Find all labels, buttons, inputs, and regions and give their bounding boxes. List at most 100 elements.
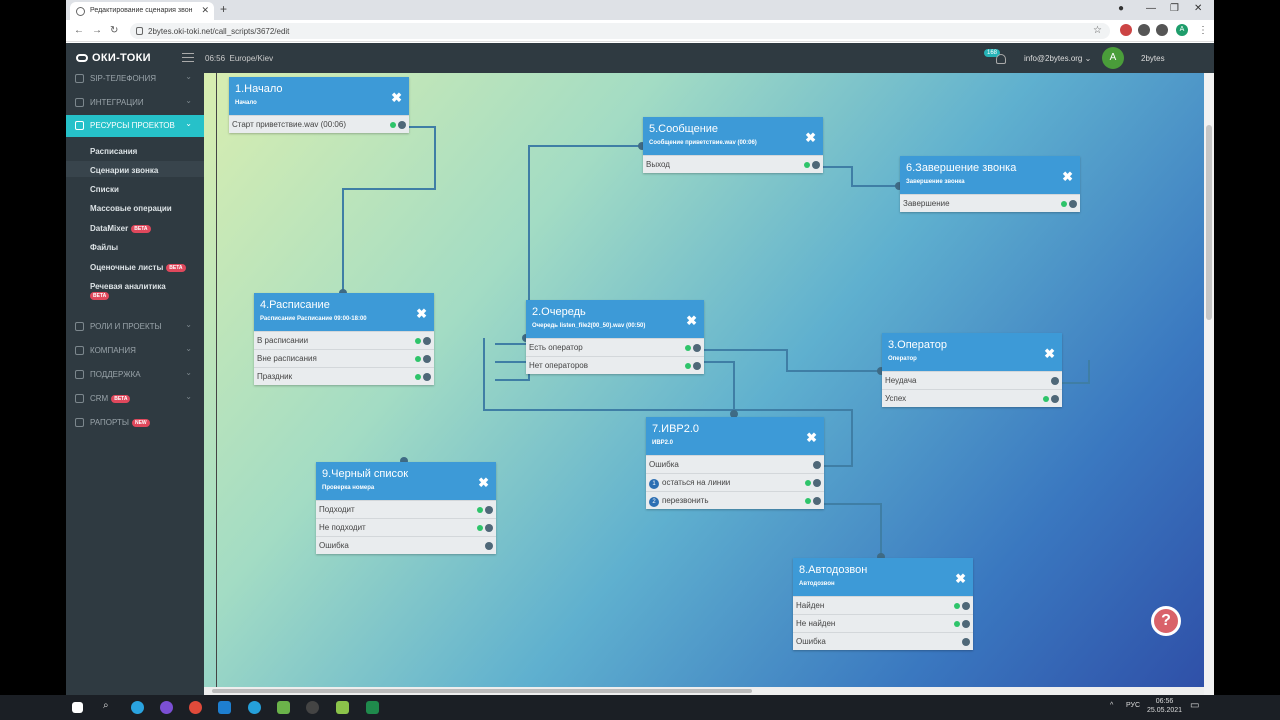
node-output[interactable]: Нет операторов (526, 356, 704, 374)
profile-avatar-icon[interactable]: A (1176, 24, 1188, 36)
port-icon[interactable] (1051, 395, 1059, 403)
node-output[interactable]: Ошибка (793, 632, 973, 650)
port-icon[interactable] (813, 479, 821, 487)
close-icon[interactable]: ✖ (805, 130, 816, 145)
node-output[interactable]: Не подходит (316, 518, 496, 536)
port-icon[interactable] (813, 461, 821, 469)
port-icon[interactable] (693, 344, 701, 352)
port-icon[interactable] (423, 373, 431, 381)
search-icon[interactable]: ⌕ (103, 700, 109, 711)
close-icon[interactable]: ✖ (416, 306, 427, 321)
node-output[interactable]: Ошибка (316, 536, 496, 554)
port-icon[interactable] (962, 638, 970, 646)
node-output[interactable]: Неудача (882, 371, 1062, 389)
reload-icon[interactable]: ↻ (110, 25, 119, 36)
node-output[interactable]: Старт приветствие.wav (00:06) (229, 115, 409, 133)
node-output[interactable]: Не найден (793, 614, 973, 632)
port-icon[interactable] (485, 506, 493, 514)
new-tab-icon[interactable]: + (220, 2, 228, 16)
media-icon[interactable] (1156, 24, 1168, 36)
obs-icon[interactable] (306, 701, 319, 714)
sidebar-sub-bulk-ops[interactable]: Массовые операции (90, 204, 172, 213)
port-icon[interactable] (962, 602, 970, 610)
port-icon[interactable] (693, 362, 701, 370)
port-icon[interactable] (1051, 377, 1059, 385)
node-output[interactable]: Выход (643, 155, 823, 173)
node-output[interactable]: Вне расписания (254, 349, 434, 367)
notifications-icon[interactable]: ▭ (1190, 700, 1200, 711)
telegram-2-icon[interactable] (248, 701, 261, 714)
close-window-icon[interactable]: ✕ (1194, 3, 1203, 14)
help-button[interactable]: ? (1151, 606, 1181, 636)
port-icon[interactable] (485, 524, 493, 532)
sidebar-item-support[interactable]: ПОДДЕРЖКА⌄ (66, 364, 204, 386)
username[interactable]: 2bytes (1141, 54, 1165, 63)
telegram-icon[interactable] (131, 701, 144, 714)
close-icon[interactable]: ✖ (1044, 346, 1055, 361)
node-output[interactable]: Есть оператор (526, 338, 704, 356)
close-icon[interactable]: ✖ (478, 475, 489, 490)
node-output[interactable]: В расписании (254, 331, 434, 349)
close-icon[interactable]: ✖ (806, 430, 817, 445)
hamburger-icon[interactable] (182, 53, 194, 62)
back-icon[interactable]: ← (74, 25, 84, 36)
node-output[interactable]: Подходит (316, 500, 496, 518)
close-icon[interactable]: ✖ (391, 90, 402, 105)
input-language[interactable]: РУС (1126, 702, 1141, 709)
bell-icon[interactable] (996, 54, 1006, 64)
node-output[interactable]: Успех (882, 389, 1062, 407)
url-input[interactable]: 2bytes.oki-toki.net/call_scripts/3672/ed… (130, 23, 1110, 39)
layers-icon[interactable] (336, 701, 349, 714)
profile-icon[interactable]: ● (1118, 3, 1125, 14)
close-icon[interactable]: ✖ (955, 571, 966, 586)
horizontal-scrollbar[interactable] (204, 687, 1204, 695)
maximize-icon[interactable]: ❐ (1170, 3, 1179, 14)
close-tab-icon[interactable]: ✕ (201, 5, 209, 15)
viber-icon[interactable] (160, 701, 173, 714)
port-icon[interactable] (962, 620, 970, 628)
menu-dots-icon[interactable]: ⋮ (1198, 25, 1208, 36)
forward-icon[interactable]: → (92, 25, 102, 36)
app-icon[interactable] (218, 701, 231, 714)
scroll-thumb[interactable] (1206, 125, 1212, 320)
sidebar-sub-call-scripts[interactable]: Сценарии звонка (90, 166, 159, 175)
port-icon[interactable] (423, 355, 431, 363)
tray-chevron-icon[interactable]: ^ (1110, 702, 1114, 709)
sidebar-item-sip[interactable]: SIP-ТЕЛЕФОНИЯ⌄ (66, 68, 204, 90)
sidebar-sub-schedules[interactable]: Расписания (90, 147, 138, 156)
node-output[interactable]: Ошибка (646, 455, 824, 473)
sidebar-item-project-resources[interactable]: РЕСУРСЫ ПРОЕКТОВ⌄ (66, 115, 204, 137)
vertical-scrollbar[interactable] (1204, 73, 1214, 695)
sidebar-item-integrations[interactable]: ИНТЕГРАЦИИ⌄ (66, 92, 204, 114)
port-icon[interactable] (485, 542, 493, 550)
node-output[interactable]: Найден (793, 596, 973, 614)
sidebar-item-roles[interactable]: РОЛИ И ПРОЕКТЫ⌄ (66, 316, 204, 338)
close-icon[interactable]: ✖ (1062, 169, 1073, 184)
logo[interactable]: ОКИ-ТОКИ (76, 52, 151, 64)
user-email-dropdown[interactable]: info@2bytes.org ⌄ (1024, 54, 1092, 63)
